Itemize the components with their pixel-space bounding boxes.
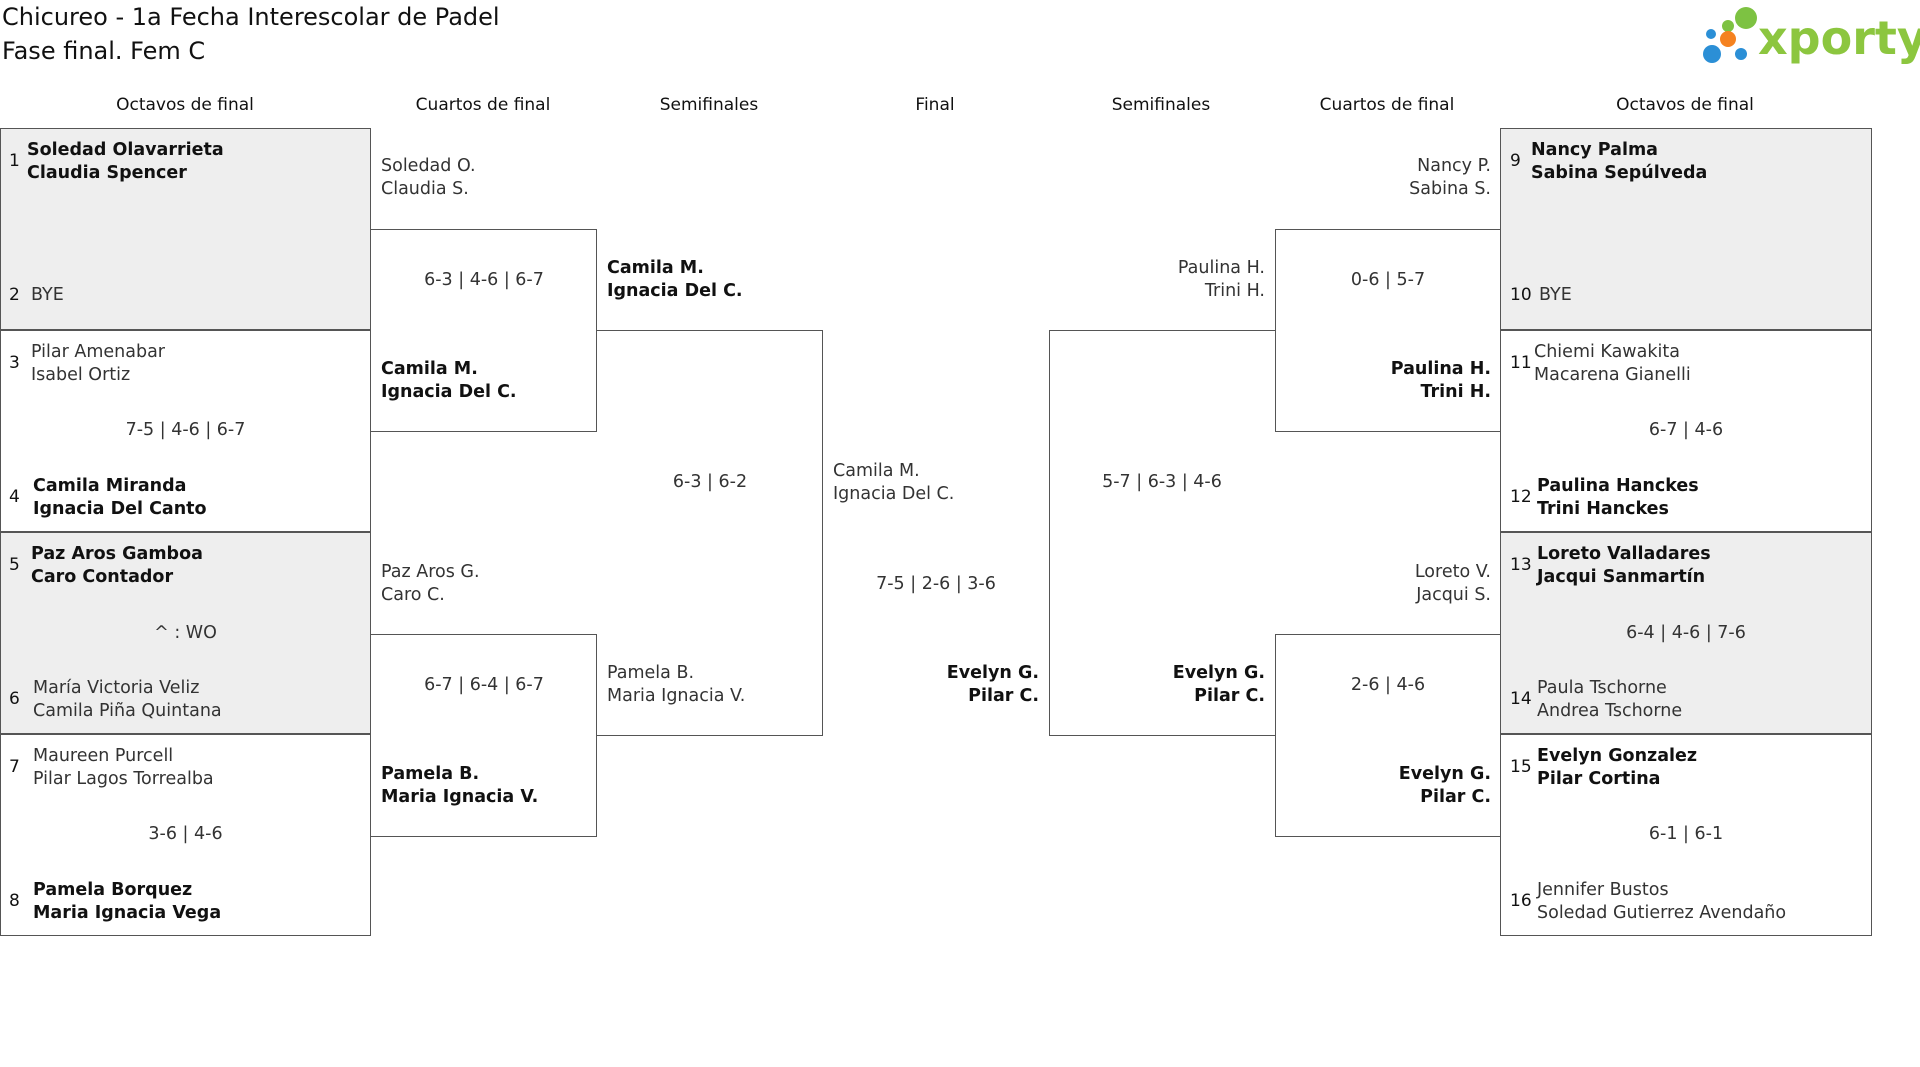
header-final: Final bbox=[915, 95, 955, 115]
seed-number: 1 bbox=[9, 151, 20, 171]
match-score: 7-5 | 4-6 | 6-7 bbox=[125, 420, 246, 440]
qf-right-match-1[interactable] bbox=[1275, 229, 1501, 432]
match-score: 6-3 | 4-6 | 6-7 bbox=[424, 270, 544, 290]
qf-pair-winner[interactable]: Paulina H.Trini H. bbox=[1390, 359, 1491, 402]
seed-number: 14 bbox=[1510, 689, 1532, 709]
match-score: ^ : WO bbox=[154, 623, 217, 643]
seed-number: 4 bbox=[9, 487, 20, 507]
header-right-qf: Cuartos de final bbox=[1319, 95, 1455, 115]
match-score: 6-1 | 6-1 bbox=[1648, 824, 1724, 844]
qf-left-match-2[interactable] bbox=[371, 634, 597, 837]
seed-number: 8 bbox=[9, 891, 20, 911]
header-left-r16: Octavos de final bbox=[116, 95, 254, 115]
r16-right-match-3[interactable] bbox=[1500, 532, 1872, 734]
final-pair-winner[interactable]: Evelyn G.Pilar C. bbox=[946, 663, 1039, 706]
match-score: 3-6 | 4-6 bbox=[148, 824, 223, 844]
sf-pair-winner[interactable]: Evelyn G.Pilar C. bbox=[1172, 663, 1265, 706]
r16-left-match-1[interactable] bbox=[0, 128, 371, 330]
qf-pair[interactable]: Loreto V.Jacqui S. bbox=[1414, 562, 1491, 605]
pair-bye: BYE bbox=[31, 285, 64, 305]
match-score: 6-4 | 4-6 | 7-6 bbox=[1626, 623, 1746, 643]
qf-pair[interactable]: Paz Aros G.Caro C. bbox=[381, 562, 480, 605]
sf-left-match[interactable] bbox=[597, 330, 823, 736]
r16-right-match-1[interactable] bbox=[1500, 128, 1872, 330]
seed-number: 13 bbox=[1510, 555, 1532, 575]
seed-number: 16 bbox=[1510, 891, 1532, 911]
qf-pair[interactable]: Nancy P.Sabina S. bbox=[1409, 156, 1491, 199]
seed-number: 10 bbox=[1510, 285, 1532, 305]
final-pair[interactable]: Camila M.Ignacia Del C. bbox=[833, 461, 955, 504]
qf-pair-winner[interactable]: Pamela B.Maria Ignacia V. bbox=[381, 764, 539, 807]
seed-number: 6 bbox=[9, 689, 20, 709]
r16-right-match-4[interactable] bbox=[1500, 734, 1872, 936]
header-right-sf: Semifinales bbox=[1111, 95, 1211, 115]
header-left-sf: Semifinales bbox=[659, 95, 759, 115]
seed-number: 15 bbox=[1510, 757, 1532, 777]
qf-right-match-2[interactable] bbox=[1275, 634, 1501, 837]
sf-pair[interactable]: Paulina H.Trini H. bbox=[1177, 258, 1265, 301]
seed-number: 5 bbox=[9, 555, 20, 575]
r16-left-match-4[interactable] bbox=[0, 734, 371, 936]
match-score: 6-3 | 6-2 bbox=[672, 472, 748, 492]
sf-pair-winner[interactable]: Camila M.Ignacia Del C. bbox=[607, 258, 743, 301]
seed-number: 12 bbox=[1510, 487, 1532, 507]
seed-number: 3 bbox=[9, 353, 20, 373]
xporty-logo[interactable]: xporty bbox=[1698, 6, 1920, 68]
sf-right-match[interactable] bbox=[1049, 330, 1275, 736]
seed-number: 7 bbox=[9, 757, 20, 777]
seed-number: 9 bbox=[1510, 151, 1521, 171]
header-left-qf: Cuartos de final bbox=[415, 95, 551, 115]
match-score: 2-6 | 4-6 bbox=[1350, 675, 1426, 695]
r16-left-match-3[interactable] bbox=[0, 532, 371, 734]
qf-pair-winner[interactable]: Camila M.Ignacia Del C. bbox=[381, 359, 517, 402]
r16-right-match-2[interactable] bbox=[1500, 330, 1872, 532]
match-score: 0-6 | 5-7 bbox=[1350, 270, 1426, 290]
match-score: 6-7 | 4-6 bbox=[1648, 420, 1724, 440]
header-right-r16: Octavos de final bbox=[1616, 95, 1754, 115]
svg-text:xporty: xporty bbox=[1758, 11, 1920, 65]
page-subtitle: Fase final. Fem C bbox=[2, 37, 206, 65]
sf-pair[interactable]: Pamela B.Maria Ignacia V. bbox=[607, 663, 746, 706]
seed-number: 2 bbox=[9, 285, 20, 305]
seed-number: 11 bbox=[1510, 353, 1532, 373]
match-score: 6-7 | 6-4 | 6-7 bbox=[424, 675, 544, 695]
r16-left-match-2[interactable] bbox=[0, 330, 371, 532]
final-score: 7-5 | 2-6 | 3-6 bbox=[876, 574, 996, 594]
qf-pair-winner[interactable]: Evelyn G.Pilar C. bbox=[1398, 764, 1491, 807]
match-score: 5-7 | 6-3 | 4-6 bbox=[1102, 472, 1222, 492]
page-title: Chicureo - 1a Fecha Interescolar de Pade… bbox=[2, 3, 500, 31]
pair-bye: BYE bbox=[1539, 285, 1572, 305]
qf-left-match-1[interactable] bbox=[371, 229, 597, 432]
qf-pair[interactable]: Soledad O.Claudia S. bbox=[381, 156, 476, 199]
